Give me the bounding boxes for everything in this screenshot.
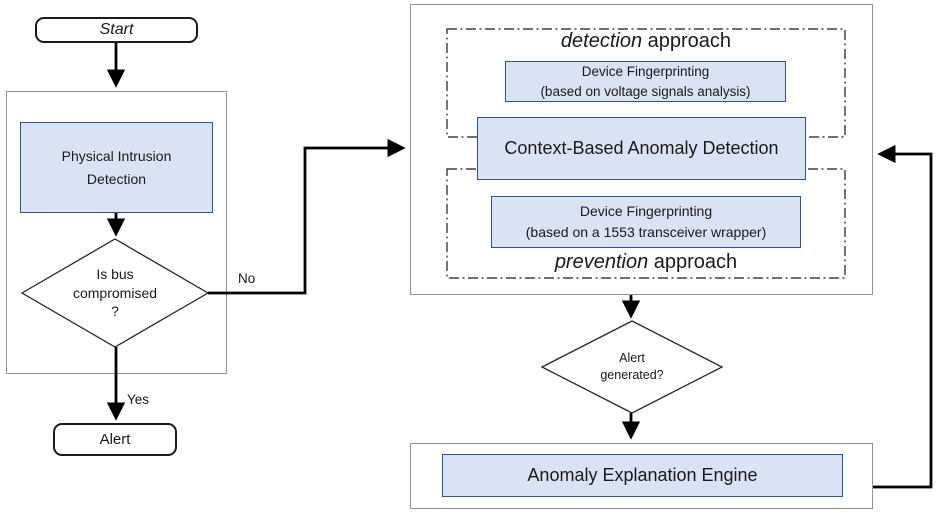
yes-edge-label: Yes xyxy=(127,392,150,407)
start-node: Start xyxy=(35,17,198,43)
df-1553-line2: (based on a 1553 transceiver wrapper) xyxy=(525,224,767,240)
anomaly-explanation-engine-label: Anomaly Explanation Engine xyxy=(527,465,758,485)
device-fingerprinting-1553-box: Device Fingerprinting (based on a 1553 t… xyxy=(491,196,801,248)
arrow-engine-feedback-loop xyxy=(873,144,933,489)
bus-diamond-line1: Is bus xyxy=(96,265,134,282)
alert-diamond-line1: Alert xyxy=(619,351,645,366)
arrow-no-to-main-container xyxy=(208,138,406,295)
df-voltage-line2: (based on voltage signals analysis) xyxy=(540,83,751,99)
alert-label: Alert xyxy=(99,431,131,448)
alert-generated-diamond-label: Alert generated? xyxy=(572,344,692,390)
detection-approach-title: detection approach xyxy=(447,30,845,53)
bus-diamond-line3: ? xyxy=(111,303,119,320)
context-based-anomaly-detection-box: Context-Based Anomaly Detection xyxy=(477,117,806,180)
physical-intrusion-detection-label: Physical Intrusion Detection xyxy=(61,148,172,187)
alert-diamond-line2: generated? xyxy=(600,368,664,382)
detection-title-italic: detection xyxy=(560,30,643,52)
start-label: Start xyxy=(99,21,134,38)
detection-title-rest: approach xyxy=(642,30,732,52)
df-1553-line1: Device Fingerprinting xyxy=(579,203,713,219)
bus-compromised-diamond-label: Is bus compromised ? xyxy=(55,263,175,323)
no-edge-label: No xyxy=(238,271,256,286)
context-based-anomaly-detection-label: Context-Based Anomaly Detection xyxy=(504,138,779,158)
alert-node: Alert xyxy=(53,423,177,456)
alert-generated-diamond-shape xyxy=(540,320,724,414)
prevention-title-italic: prevention xyxy=(554,251,649,273)
prevention-title-rest: approach xyxy=(648,251,738,273)
device-fingerprinting-voltage-box: Device Fingerprinting (based on voltage … xyxy=(505,61,786,102)
df-voltage-line1: Device Fingerprinting xyxy=(581,63,710,79)
anomaly-explanation-engine-box: Anomaly Explanation Engine xyxy=(442,454,843,497)
prevention-approach-title: prevention approach xyxy=(447,251,845,274)
bus-diamond-line2: compromised xyxy=(72,284,158,301)
physical-intrusion-detection-box: Physical Intrusion Detection xyxy=(20,122,213,213)
